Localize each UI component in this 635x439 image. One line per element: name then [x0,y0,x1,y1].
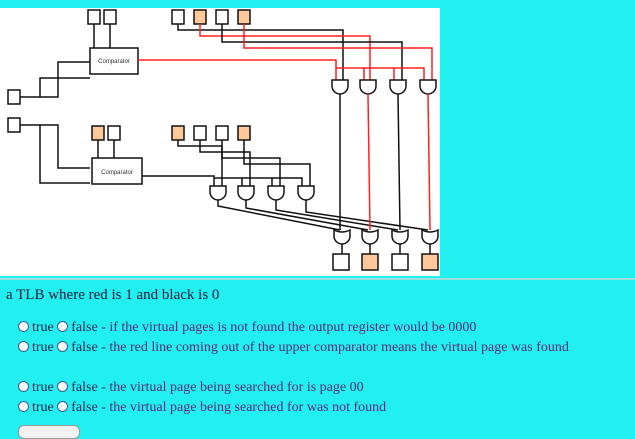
output-bit-2 [391,253,409,271]
radio-true-3[interactable] [18,381,29,392]
true-label-3: true [32,380,54,395]
and-gate-lower-1 [237,185,255,201]
tlb-circuit-diagram: Comparator Comparator [7,9,439,271]
section-divider [0,278,635,280]
lower-data-bit-2 [215,125,229,141]
and-gate-upper-1 [359,79,377,95]
or-gate-2 [391,228,409,245]
and-gate-upper-3 [419,79,437,95]
lower-tag-bit-1 [107,125,121,141]
true-label-4: true [32,400,54,415]
lower-data-bit-3 [237,125,251,141]
tlb-circuit-figure: Comparator Comparator [0,8,440,276]
radio-true-2[interactable] [18,341,29,352]
comparator-upper-label: Comparator [98,59,130,65]
question-1: true false - if the virtual pages is not… [18,318,476,337]
radio-false-1[interactable] [57,321,69,332]
output-bit-0 [332,253,350,271]
and-gate-lower-0 [209,185,227,201]
statement-1: - if the virtual pages is not found the … [101,320,477,335]
upper-tag-bit-0 [87,9,101,25]
lower-data-bit-0 [171,125,185,141]
question-2: true false - the red line coming out of … [18,338,628,357]
true-label-2: true [32,340,54,355]
lower-data-bit-1 [193,125,207,141]
radio-false-2[interactable] [57,341,69,352]
or-gate-0 [333,228,351,245]
comparator-lower-box [91,157,143,185]
upper-data-bit-3 [237,9,251,25]
upper-data-bit-2 [215,9,229,25]
upper-tag-bit-1 [103,9,117,25]
and-gate-upper-0 [331,79,349,95]
figure-caption: a TLB where red is 1 and black is 0 [6,287,220,303]
radio-true-4[interactable] [18,401,29,412]
comparator-upper-box [89,47,139,75]
radio-false-4[interactable] [57,401,69,412]
false-label-3: false [71,380,98,395]
statement-2: - the red line coming out of the upper c… [101,340,569,355]
and-gate-upper-2 [389,79,407,95]
input-bit-0 [7,89,21,105]
or-gate-3 [421,228,439,245]
statement-4: - the virtual page being searched for wa… [101,400,387,415]
output-bit-3 [421,253,439,271]
and-gate-lower-3 [297,185,315,201]
false-label-4: false [71,400,98,415]
false-label-1: false [71,320,98,335]
radio-false-3[interactable] [57,381,69,392]
question-3: true false - the virtual page being sear… [18,378,364,397]
or-gate-1 [361,228,379,245]
false-label-2: false [71,340,98,355]
input-bit-1 [7,117,21,133]
true-label-1: true [32,320,54,335]
question-4: true false - the virtual page being sear… [18,398,386,417]
statement-3: - the virtual page being searched for is… [101,380,364,395]
output-bit-1 [361,253,379,271]
lower-tag-bit-0 [91,125,105,141]
submit-button[interactable] [18,425,80,439]
radio-true-1[interactable] [18,321,29,332]
upper-data-bit-1 [193,9,207,25]
and-gate-lower-2 [267,185,285,201]
upper-data-bit-0 [171,9,185,25]
comparator-lower-label: Comparator [101,170,133,176]
